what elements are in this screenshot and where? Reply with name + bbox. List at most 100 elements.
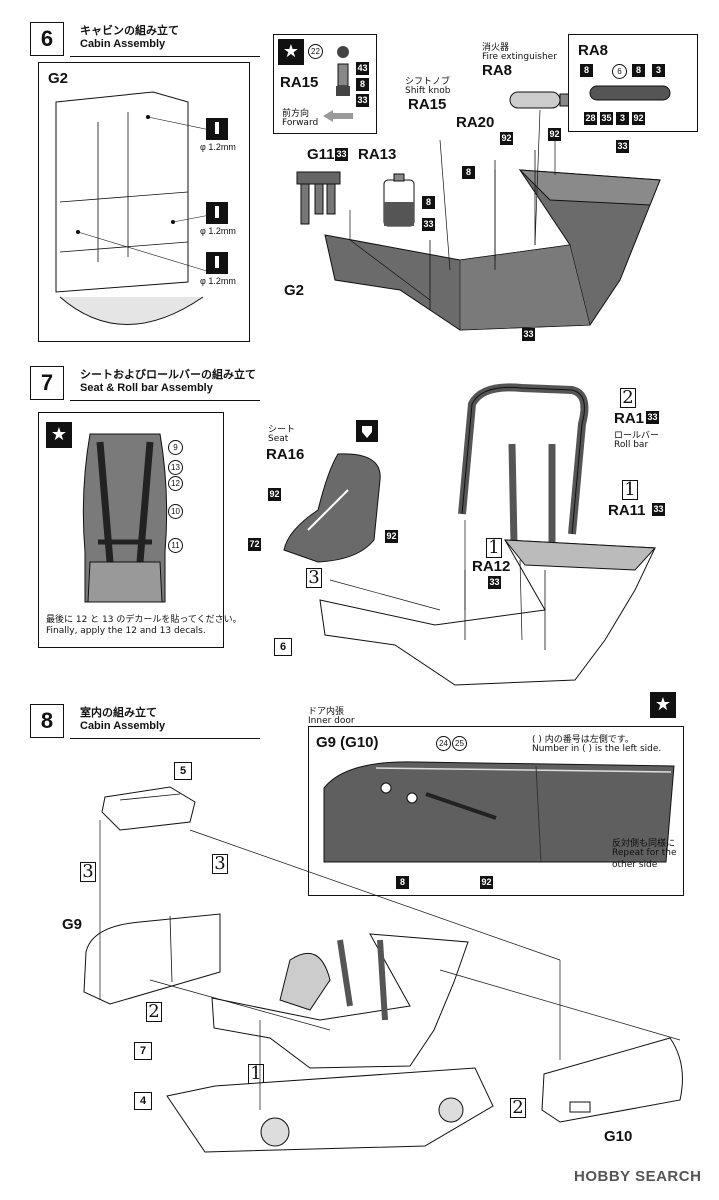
callout-33-ra15: 33 [356,94,369,107]
ra8-c2: 6 [612,64,627,79]
seq-3-a: 3 [80,862,96,882]
step-6-title-en: Cabin Assembly [80,38,166,50]
seq-3-b: 3 [212,854,228,874]
fire-ext-jp: 消火器 [482,43,510,53]
decal-note-jp: 最後に 12 と 13 のデカールを貼ってください。 [46,615,242,625]
g9-g10-label: G9 (G10) [316,734,379,751]
repeat-en-1: Repeat for the [612,848,677,858]
callout-92-top: 92 [548,128,561,141]
g10-part: G10 [604,1128,633,1145]
left-side-note-jp: ( ) 内の番号は左側です。 [532,735,634,745]
ra12-callout-33: 33 [488,576,501,589]
seq-1-ra11: 1 [622,480,638,500]
ra8-box-label: RA8 [578,42,609,59]
g11-callout-33: 33 [335,148,348,161]
fire-ext-part: RA8 [482,62,513,79]
fire-ext-en: Fire extinguisher [482,52,557,62]
ra13-callout-33: 33 [422,218,435,231]
step-7-title-jp: シートおよびロールバーの組み立て [80,368,256,381]
drill-icon-2 [206,202,228,224]
seat-callout-11: 11 [168,538,183,553]
step-8-rule [70,738,260,739]
watermark: HOBBY SEARCH [574,1168,702,1185]
ra8-extinguisher-drawing [589,85,671,101]
part-4: 4 [134,1092,152,1110]
decal-24: 24 [436,736,451,751]
ra8-c3: 8 [632,64,645,77]
cabin-with-rollbar-drawing [319,539,657,686]
callout-43: 43 [356,62,369,75]
seq-2-rollbar: 2 [620,388,636,408]
ra11-callout-33: 33 [652,503,665,516]
part-7: 7 [134,1042,152,1060]
door-callout-8: 8 [396,876,409,889]
forward-en: Forward [282,118,319,128]
ra8-c1: 8 [580,64,593,77]
drill-icon-1 [206,118,228,140]
ra13-tank-drawing [383,173,415,227]
drill-size-3: φ 1.2mm [200,276,236,286]
part-5-dashboard-drawing [101,786,196,831]
drill-icon-3 [206,252,228,274]
ra20-callout-92: 92 [500,132,513,145]
seat-callout-92-b: 92 [385,530,398,543]
repeat-en-2: other side [612,860,658,870]
glue-icon [356,420,378,442]
seat-en: Seat [268,434,289,444]
seat-jp: シート [268,425,296,435]
ra8-c8: 92 [632,112,645,125]
seat-decal-drawing [82,433,168,603]
step-6-rule [70,56,260,57]
ra1-part: RA1 [614,410,645,427]
step-8-title-en: Cabin Assembly [80,720,166,732]
seat-callout-72: 72 [248,538,261,551]
shift-knob-part: RA15 [408,96,447,113]
ra1-callout-33: 33 [646,411,659,424]
shift-knob-jp: シフトノブ [405,77,451,87]
forward-jp: 前方向 [282,109,310,119]
ra13-part: RA13 [358,146,397,163]
seat-drawing [283,453,381,563]
seat-part: RA16 [266,446,305,463]
seat-callout-9: 9 [168,440,183,455]
step-7-number: 7 [30,366,64,400]
drill-size-2: φ 1.2mm [200,226,236,236]
left-side-note-en: Number in ( ) is the left side. [532,744,662,754]
cabin-floor-drawing [324,150,661,331]
star-icon-door: ★ [650,692,676,718]
repeat-jp: 反対側も同様に [612,839,676,849]
decal-note-en: Finally, apply the 12 and 13 decals. [46,626,206,636]
step-6-title-jp: キャビンの組み立て [80,24,179,37]
callout-22: 22 [308,44,323,59]
ra8-c5: 28 [584,112,597,125]
ra8-c4: 3 [652,64,665,77]
callout-33-bottom: 33 [522,328,535,341]
inner-door-en: Inner door [308,716,355,726]
g10-door-drawing [541,1037,683,1123]
step-8-number: 8 [30,704,64,738]
ra20-callout-8: 8 [462,166,475,179]
seq-2-b: 2 [510,1098,526,1118]
seat-callout-12: 12 [168,476,183,491]
part-5: 5 [174,762,192,780]
decal-25: 25 [452,736,467,751]
ra8-c6: 35 [600,112,613,125]
ra20-part: RA20 [456,114,495,131]
star-icon-seat: ★ [46,422,72,448]
seq-1-ra12: 1 [486,538,502,558]
shift-knob-en: Shift knob [405,86,451,96]
base-part-6: 6 [274,638,292,656]
step-6-number: 6 [30,22,64,56]
seat-callout-13: 13 [168,460,183,475]
ra11-part: RA11 [608,502,646,519]
ra12-part: RA12 [472,558,511,575]
g2-part: G2 [284,282,305,299]
rollbar-en: Roll bar [614,440,649,450]
inner-door-drawing [323,761,675,863]
door-callout-92: 92 [480,876,493,889]
g2-floor-drawing [55,91,211,325]
g11-pedals-drawing [296,171,341,225]
seat-callout-92-a: 92 [268,488,281,501]
g11-part: G11 [307,146,335,163]
